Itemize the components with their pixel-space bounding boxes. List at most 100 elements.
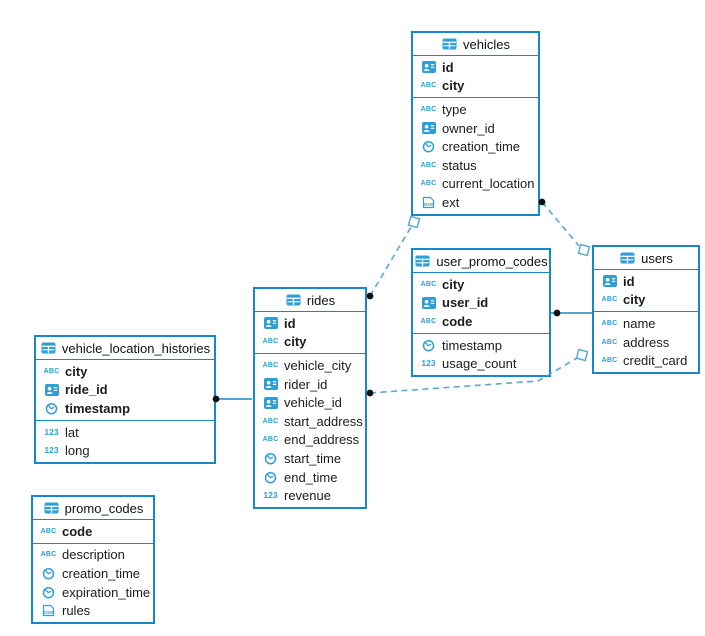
- field-row-creation_time[interactable]: creation_time: [413, 137, 538, 156]
- svg-text:JSON: JSON: [43, 610, 55, 615]
- field-row-expiration_time[interactable]: expiration_time: [33, 583, 153, 602]
- field-name: name: [623, 315, 656, 331]
- field-row-end_time[interactable]: end_time: [255, 468, 365, 487]
- field-name: start_time: [284, 450, 342, 466]
- field-row-start_time[interactable]: start_time: [255, 449, 365, 468]
- table-header[interactable]: user_promo_codes: [413, 250, 549, 273]
- field-row-timestamp[interactable]: timestamp: [36, 399, 214, 418]
- field-name: ext: [442, 194, 460, 210]
- string-icon: ABC: [420, 105, 437, 113]
- table-icon: [285, 294, 302, 306]
- id-icon: [262, 378, 279, 391]
- field-name: rider_id: [284, 376, 328, 392]
- number-icon: 123: [44, 426, 59, 437]
- field-name: type: [442, 101, 467, 117]
- field-name: vehicle_city: [284, 357, 352, 373]
- field-name: expiration_time: [62, 584, 151, 600]
- field-name: address: [623, 334, 670, 350]
- field-row-type[interactable]: ABC type: [413, 100, 538, 119]
- table-header[interactable]: promo_codes: [33, 497, 153, 520]
- field-name: timestamp: [442, 337, 502, 353]
- string-icon: ABC: [262, 436, 279, 444]
- id-icon: [262, 317, 279, 330]
- field-row-id[interactable]: id: [413, 58, 538, 77]
- timestamp-icon: [420, 140, 437, 153]
- field-row-rules[interactable]: JSON rules: [33, 601, 153, 620]
- field-name: start_address: [284, 413, 363, 429]
- field-name: code: [442, 313, 473, 329]
- field-row-creation_time[interactable]: creation_time: [33, 564, 153, 583]
- svg-text:JSON: JSON: [423, 202, 435, 207]
- string-icon: ABC: [262, 338, 279, 346]
- string-icon: ABC: [420, 161, 437, 169]
- id-icon: [420, 122, 437, 135]
- string-icon: ABC: [420, 180, 437, 188]
- relation-square-marker: [407, 215, 421, 229]
- field-row-vehicle_id[interactable]: vehicle_id: [255, 393, 365, 412]
- field-name: id: [442, 59, 454, 75]
- field-row-city[interactable]: ABC city: [255, 333, 365, 352]
- table-name: promo_codes: [64, 500, 144, 516]
- table-icon: [414, 255, 431, 267]
- field-name: city: [284, 334, 307, 350]
- field-name: current_location: [442, 176, 535, 192]
- number-icon: 123: [421, 358, 436, 369]
- connector-vehicles-users: [541, 201, 580, 247]
- field-name: rules: [62, 603, 91, 619]
- field-name: vehicle_id: [284, 395, 342, 411]
- field-row-ext[interactable]: JSON ext: [413, 193, 538, 212]
- field-row-user_id[interactable]: user_id: [413, 294, 549, 313]
- table-header[interactable]: rides: [255, 289, 365, 312]
- field-name: creation_time: [62, 565, 141, 581]
- json-icon: JSON: [40, 604, 57, 617]
- table-header[interactable]: users: [594, 247, 698, 270]
- string-icon: ABC: [420, 280, 437, 288]
- field-row-rider_id[interactable]: rider_id: [255, 375, 365, 394]
- field-row-current_location[interactable]: ABC current_location: [413, 175, 538, 194]
- field-row-ride_id[interactable]: ride_id: [36, 381, 214, 400]
- id-icon: [420, 61, 437, 74]
- field-name: end_time: [284, 469, 338, 485]
- table-header[interactable]: vehicle_location_histories: [36, 337, 214, 360]
- field-row-name[interactable]: ABC name: [594, 314, 698, 333]
- timestamp-icon: [262, 452, 279, 465]
- field-row-timestamp[interactable]: timestamp: [413, 336, 549, 355]
- id-icon: [43, 383, 60, 396]
- field-name: long: [65, 443, 90, 459]
- field-row-id[interactable]: id: [594, 272, 698, 291]
- field-row-owner_id[interactable]: owner_id: [413, 119, 538, 138]
- string-icon: ABC: [601, 319, 618, 327]
- table-header[interactable]: vehicles: [413, 33, 538, 56]
- id-icon: [262, 396, 279, 409]
- field-name: timestamp: [65, 400, 131, 416]
- field-row-id[interactable]: id: [255, 314, 365, 333]
